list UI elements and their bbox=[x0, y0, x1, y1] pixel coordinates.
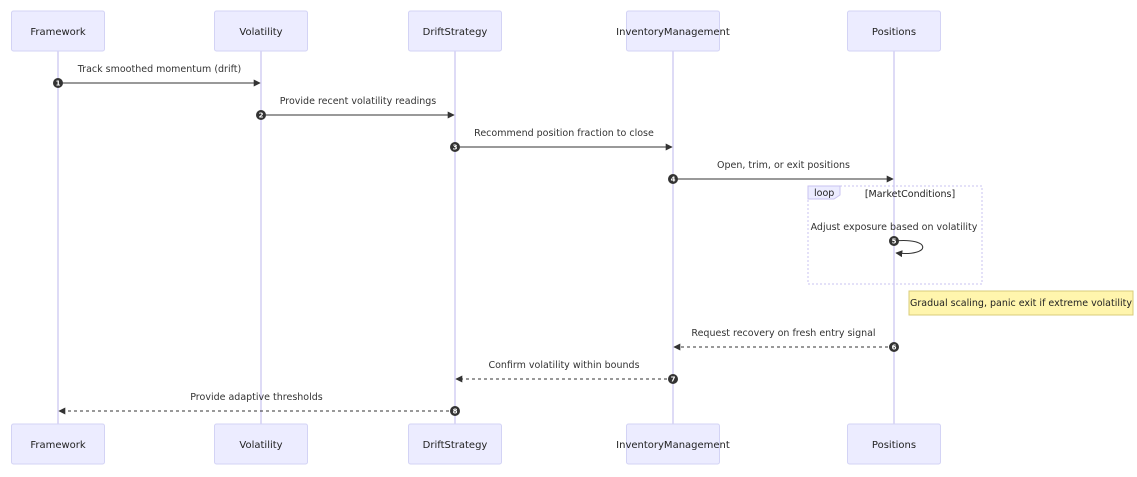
actor-label: InventoryManagement bbox=[616, 440, 730, 451]
sequence-number-badge bbox=[668, 374, 678, 384]
sequence-number-badge bbox=[256, 110, 266, 120]
sequence-number: 3 bbox=[453, 144, 458, 152]
actor-box bbox=[626, 423, 720, 465]
message-2: Provide recent volatility readings 2 bbox=[256, 96, 455, 120]
actor-positions-top: Positions bbox=[847, 10, 941, 52]
loop-frame bbox=[807, 185, 983, 285]
actor-box bbox=[847, 423, 941, 465]
loop-condition: [MarketConditions] bbox=[865, 189, 955, 200]
actor-box bbox=[11, 423, 105, 465]
message-label: Adjust exposure based on volatility bbox=[811, 222, 978, 233]
sequence-number-badge bbox=[53, 78, 63, 88]
actor-label: Volatility bbox=[239, 27, 282, 38]
message-5: Adjust exposure based on volatility 5 bbox=[811, 222, 978, 258]
message-label: Provide adaptive thresholds bbox=[190, 392, 323, 403]
note-text: Gradual scaling, panic exit if extreme v… bbox=[910, 298, 1132, 309]
self-arrow bbox=[893, 239, 924, 258]
message-1: Track smoothed momentum (drift) 1 bbox=[53, 64, 261, 88]
actor-box bbox=[408, 10, 502, 52]
actor-label: DriftStrategy bbox=[423, 440, 488, 451]
loop-block: loop [MarketConditions] bbox=[807, 185, 983, 285]
sequence-number-badge bbox=[450, 406, 460, 416]
actor-label: Positions bbox=[872, 440, 916, 451]
actor-label: InventoryManagement bbox=[616, 27, 730, 38]
sequence-number-badge bbox=[889, 342, 899, 352]
note: Gradual scaling, panic exit if extreme v… bbox=[908, 290, 1134, 316]
message-6: Request recovery on fresh entry signal 6 bbox=[673, 328, 899, 352]
sequence-number-badge bbox=[889, 236, 899, 246]
message-label: Track smoothed momentum (drift) bbox=[77, 64, 241, 75]
actor-label: Framework bbox=[30, 440, 86, 451]
actor-label: Framework bbox=[30, 27, 86, 38]
actor-box bbox=[847, 10, 941, 52]
actor-box bbox=[11, 10, 105, 52]
actor-framework-top: Framework bbox=[11, 10, 105, 52]
actor-volatility-bottom: Volatility bbox=[214, 423, 308, 465]
sequence-number: 8 bbox=[453, 408, 458, 416]
sequence-number: 5 bbox=[892, 238, 897, 246]
actor-box bbox=[214, 10, 308, 52]
sequence-number: 2 bbox=[259, 112, 264, 120]
actor-inventorymanagement-bottom: InventoryManagement bbox=[616, 423, 730, 465]
sequence-number-badge bbox=[450, 142, 460, 152]
sequence-number: 4 bbox=[671, 176, 676, 184]
message-label: Recommend position fraction to close bbox=[474, 128, 654, 139]
message-label: Open, trim, or exit positions bbox=[717, 160, 850, 171]
actor-box bbox=[214, 423, 308, 465]
sequence-number: 6 bbox=[892, 344, 897, 352]
actor-positions-bottom: Positions bbox=[847, 423, 941, 465]
message-label: Provide recent volatility readings bbox=[280, 96, 437, 107]
sequence-number-badge bbox=[668, 174, 678, 184]
actor-driftstrategy-top: DriftStrategy bbox=[408, 10, 502, 52]
actor-framework-bottom: Framework bbox=[11, 423, 105, 465]
actor-inventorymanagement-top: InventoryManagement bbox=[616, 10, 730, 52]
message-7: Confirm volatility within bounds 7 bbox=[455, 360, 678, 384]
actor-label: Volatility bbox=[239, 440, 282, 451]
sequence-number: 7 bbox=[671, 376, 676, 384]
message-4: Open, trim, or exit positions 4 bbox=[668, 160, 894, 184]
loop-label-tab bbox=[807, 185, 841, 200]
sequence-number: 1 bbox=[56, 80, 61, 88]
note-box bbox=[908, 290, 1134, 316]
actor-driftstrategy-bottom: DriftStrategy bbox=[408, 423, 502, 465]
actor-box bbox=[408, 423, 502, 465]
loop-label: loop bbox=[814, 188, 834, 199]
actor-box bbox=[626, 10, 720, 52]
message-8: Provide adaptive thresholds 8 bbox=[58, 392, 460, 416]
actor-label: Positions bbox=[872, 27, 916, 38]
message-3: Recommend position fraction to close 3 bbox=[450, 128, 673, 152]
actor-label: DriftStrategy bbox=[423, 27, 488, 38]
message-label: Confirm volatility within bounds bbox=[488, 360, 639, 371]
message-label: Request recovery on fresh entry signal bbox=[691, 328, 875, 339]
actor-volatility-top: Volatility bbox=[214, 10, 308, 52]
